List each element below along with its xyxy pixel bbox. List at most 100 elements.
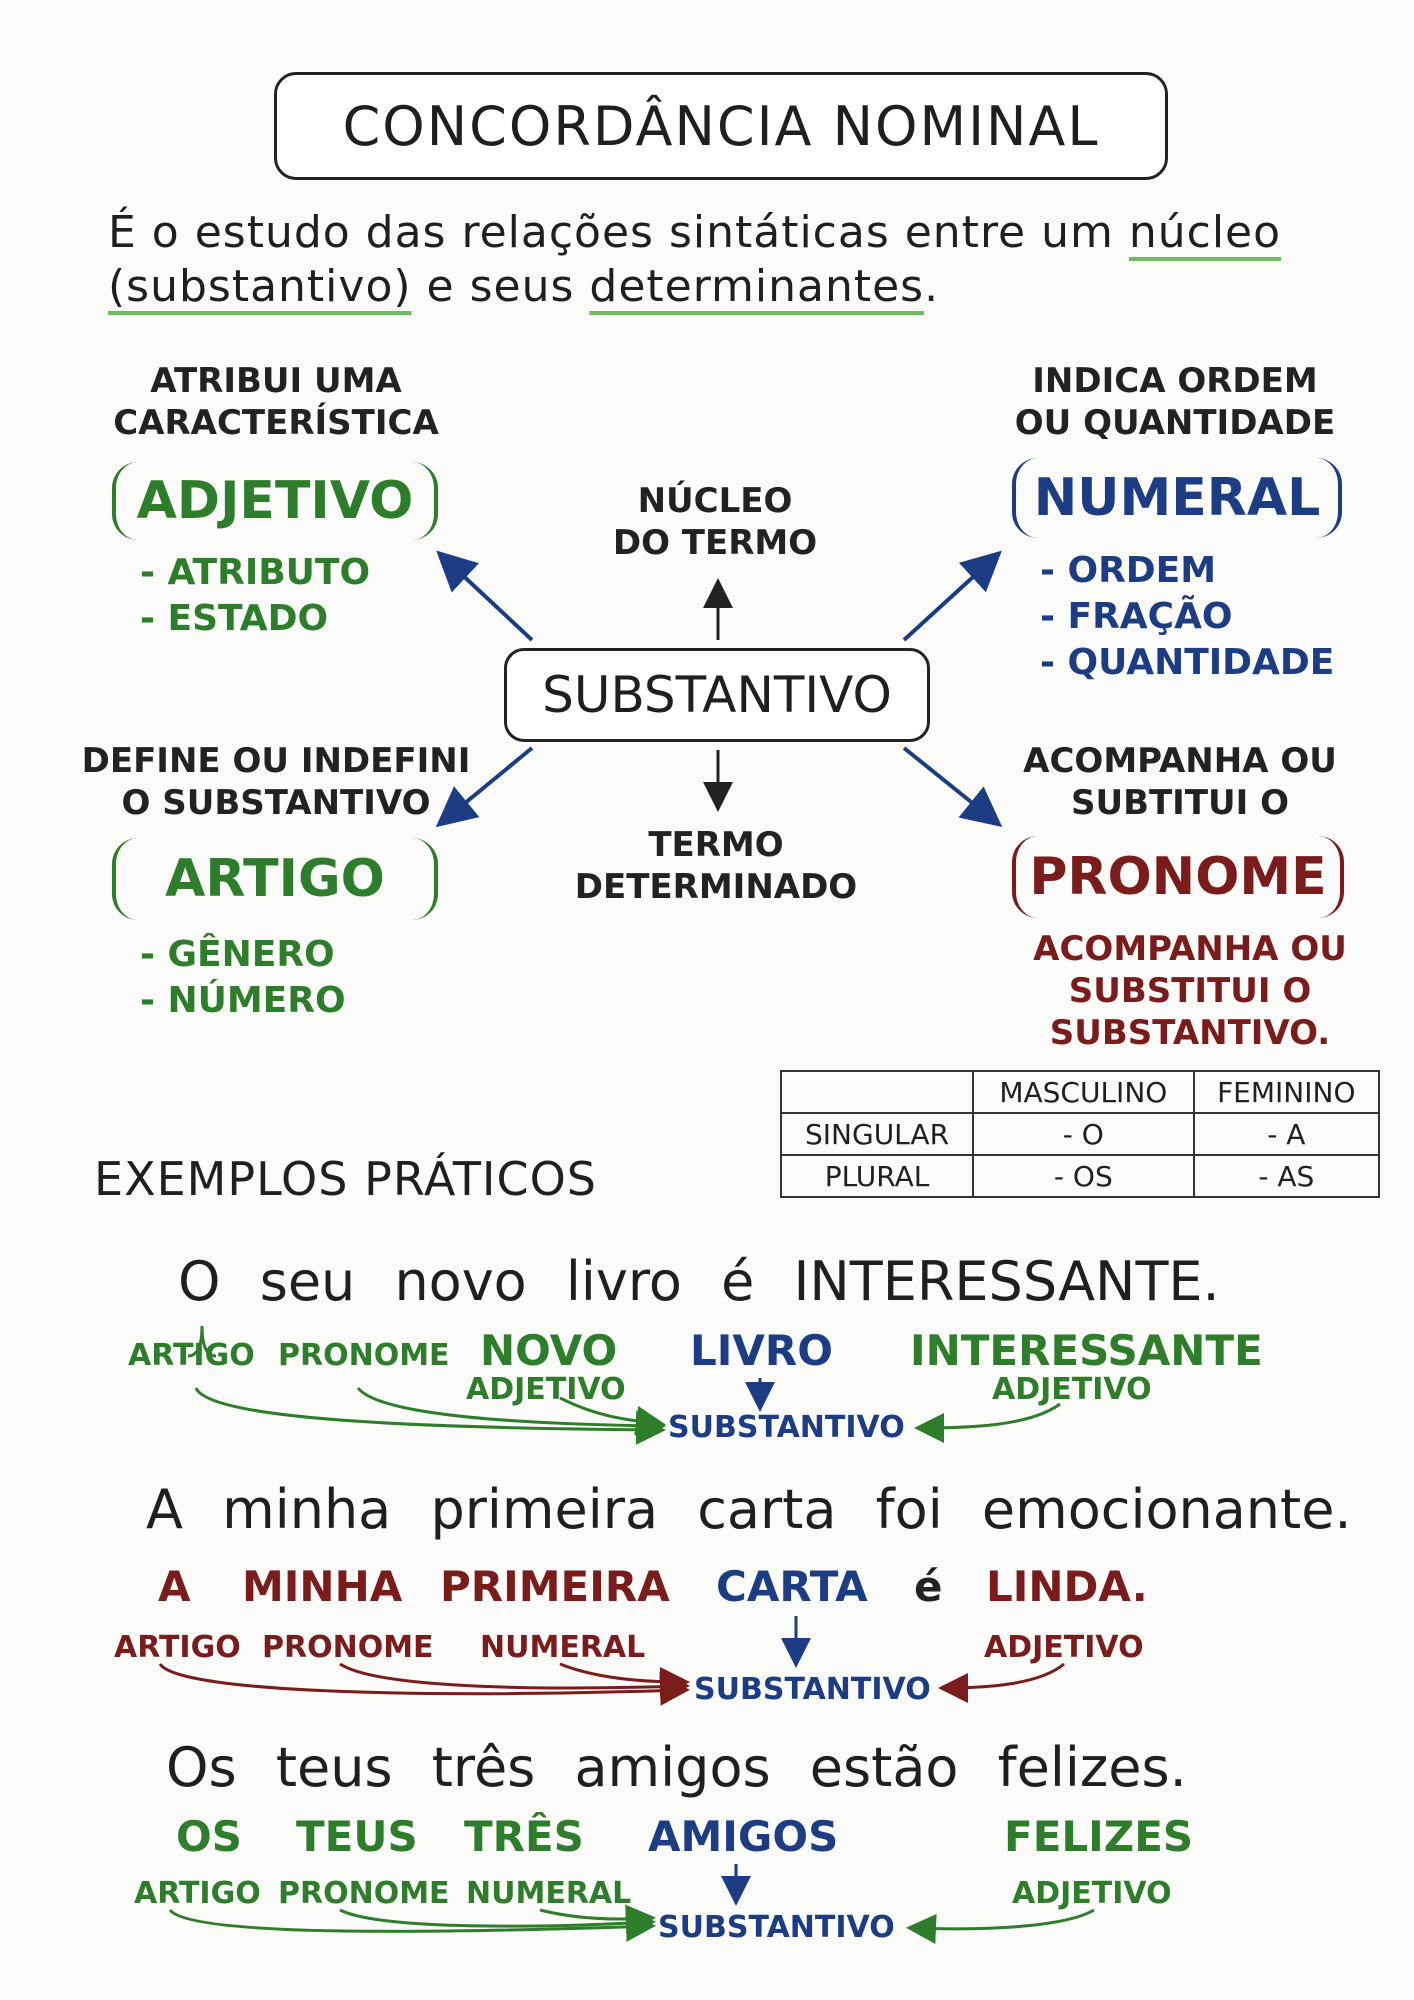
ex1-word: livro (565, 1250, 682, 1313)
ex2-word: primeira (430, 1478, 659, 1541)
arrow-to-artigo (435, 746, 534, 828)
ex1-word-novo: NOVO (480, 1326, 618, 1375)
ex2-arrow-artigo (158, 1663, 690, 1706)
pronome-caption-line-1: ACOMPANHA OU (1023, 741, 1337, 781)
ex1-label-adjetivo: ADJETIVO (466, 1372, 626, 1407)
pronome-list: ACOMPANHA OU SUBSTITUI O SUBSTANTIVO. (1020, 928, 1360, 1054)
substantivo-center: SUBSTANTIVO (504, 648, 930, 742)
table-cell: - O (972, 1112, 1195, 1156)
numeral-item: - ORDEM (1040, 550, 1217, 591)
nucleo-caption: NÚCLEO DO TERMO (580, 480, 850, 564)
table-cell: - AS (1192, 1154, 1381, 1198)
artigo-box: ARTIGO (112, 838, 438, 920)
pronome-caption-line-2: SUBTITUI O (1070, 783, 1290, 823)
ex3-label-adjetivo: ADJETIVO (1012, 1876, 1172, 1911)
artigo-item: - NÚMERO (140, 980, 346, 1021)
example-2-sentence: A minha primeira carta foi emocionante. (146, 1478, 1374, 1541)
adjetivo-caption-line-2: CARACTERÍSTICA (113, 403, 439, 443)
ex2-label-pronome: PRONOME (262, 1630, 434, 1665)
adjetivo-caption: ATRIBUI UMA CARACTERÍSTICA (96, 360, 456, 444)
page-title: CONCORDÂNCIA NOMINAL (274, 72, 1168, 180)
ex2-word-carta: CARTA (716, 1562, 868, 1611)
ex1-word-livro: LIVRO (690, 1326, 833, 1375)
table-header: FEMININO (1192, 1070, 1381, 1114)
table-cell: PLURAL (779, 1154, 975, 1198)
ex2-word-e: é (914, 1562, 943, 1611)
numeral-caption: INDICA ORDEM OU QUANTIDADE (1000, 360, 1350, 444)
table-row: SINGULAR - O - A (779, 1112, 1381, 1156)
table-row: PLURAL - OS - AS (779, 1154, 1381, 1198)
definition-substantivo: (substantivo) (108, 261, 412, 312)
table-cell: - A (1192, 1112, 1381, 1156)
numeral-caption-line-2: OU QUANTIDADE (1014, 403, 1336, 443)
ex3-word-teus: TEUS (296, 1812, 418, 1861)
ex3-word-os: OS (176, 1812, 242, 1861)
adjetivo-box: ADJETIVO (112, 462, 438, 540)
ex1-label-adjetivo-2: ADJETIVO (992, 1372, 1152, 1407)
ex2-word-linda: LINDA. (986, 1562, 1148, 1611)
ex2-word: emocionante. (981, 1478, 1352, 1541)
ex1-arrow-adjetivo (559, 1396, 666, 1436)
ex2-word: minha (222, 1478, 392, 1541)
arrow-to-adjetivo (436, 550, 534, 642)
ex2-word: A (146, 1478, 183, 1541)
ex3-arrow-pronome (339, 1908, 656, 1939)
ex3-arrow-numeral (539, 1904, 656, 1935)
ex1-word: seu (259, 1250, 356, 1313)
artigo-list: - GÊNERO - NÚMERO (140, 932, 346, 1024)
artigo-caption-line-2: O SUBSTANTIVO (121, 783, 431, 823)
ex2-label-artigo: ARTIGO (114, 1630, 241, 1665)
definition-determinantes: determinantes (589, 261, 925, 312)
ex2-word-primeira: PRIMEIRA (440, 1562, 670, 1611)
definition-text-1: É o estudo das relações sintáticas entre… (108, 207, 1129, 258)
definition-text-2: e seus (411, 261, 590, 312)
table-header: MASCULINO (972, 1070, 1195, 1114)
pronome-caption: ACOMPANHA OU SUBTITUI O (1010, 740, 1350, 824)
definition: É o estudo das relações sintáticas entre… (108, 206, 1408, 314)
ex3-word-tres: TRÊS (464, 1812, 584, 1861)
ex3-word-felizes: FELIZES (1004, 1812, 1194, 1861)
table-row: MASCULINO FEMININO (779, 1070, 1381, 1114)
ex2-word-a: A (158, 1562, 191, 1611)
ex3-word: teus (275, 1736, 393, 1799)
artigo-item: - GÊNERO (140, 934, 335, 975)
ex3-word: amigos (574, 1736, 771, 1799)
numeral-caption-line-1: INDICA ORDEM (1032, 361, 1318, 401)
examples-title: EXEMPLOS PRÁTICOS (94, 1152, 598, 1206)
ex1-word: é (721, 1250, 755, 1313)
numeral-list: - ORDEM - FRAÇÃO - QUANTIDADE (1040, 548, 1334, 686)
ex3-arrow-artigo (168, 1908, 656, 1942)
ex1-word: O (178, 1250, 221, 1313)
pronome-item: SUBSTANTIVO. (1049, 1013, 1331, 1053)
ex3-word-amigos: AMIGOS (648, 1812, 839, 1861)
nucleo-line-1: NÚCLEO (637, 481, 793, 521)
table-cell (779, 1070, 975, 1114)
ex1-label-pronome: PRONOME (278, 1338, 450, 1373)
termo-line-1: TERMO (648, 825, 784, 865)
ex1-brace-o (187, 1325, 217, 1358)
example-1-sentence: O seu novo livro é INTERESSANTE. (178, 1250, 1242, 1313)
termo-caption: TERMO DETERMINADO (546, 824, 886, 908)
adjetivo-caption-line-1: ATRIBUI UMA (150, 361, 402, 401)
arrow-to-numeral (902, 550, 1002, 642)
numeral-item: - QUANTIDADE (1040, 642, 1335, 683)
ex1-word: novo (394, 1250, 527, 1313)
ex2-word-minha: MINHA (242, 1562, 403, 1611)
adjetivo-list: - ATRIBUTO - ESTADO (140, 550, 370, 642)
pronome-box: PRONOME (1012, 836, 1344, 918)
ex2-label-substantivo: SUBSTANTIVO (694, 1672, 931, 1707)
ex2-label-numeral: NUMERAL (480, 1630, 646, 1665)
definition-nucleo: núcleo (1128, 207, 1282, 258)
ex3-word: felizes. (997, 1736, 1187, 1799)
ex3-label-substantivo: SUBSTANTIVO (658, 1910, 895, 1945)
ex3-label-pronome: PRONOME (278, 1876, 450, 1911)
ex3-word: estão (809, 1736, 959, 1799)
adjetivo-item: - ESTADO (140, 598, 329, 639)
example-3-sentence: Os teus três amigos estão felizes. (166, 1736, 1209, 1799)
adjetivo-item: - ATRIBUTO (140, 552, 371, 593)
ex1-word: INTERESSANTE. (793, 1250, 1220, 1313)
ex1-arrow-pronome (356, 1386, 666, 1441)
ex2-word: foi (875, 1478, 943, 1541)
definition-period: . (924, 261, 940, 312)
